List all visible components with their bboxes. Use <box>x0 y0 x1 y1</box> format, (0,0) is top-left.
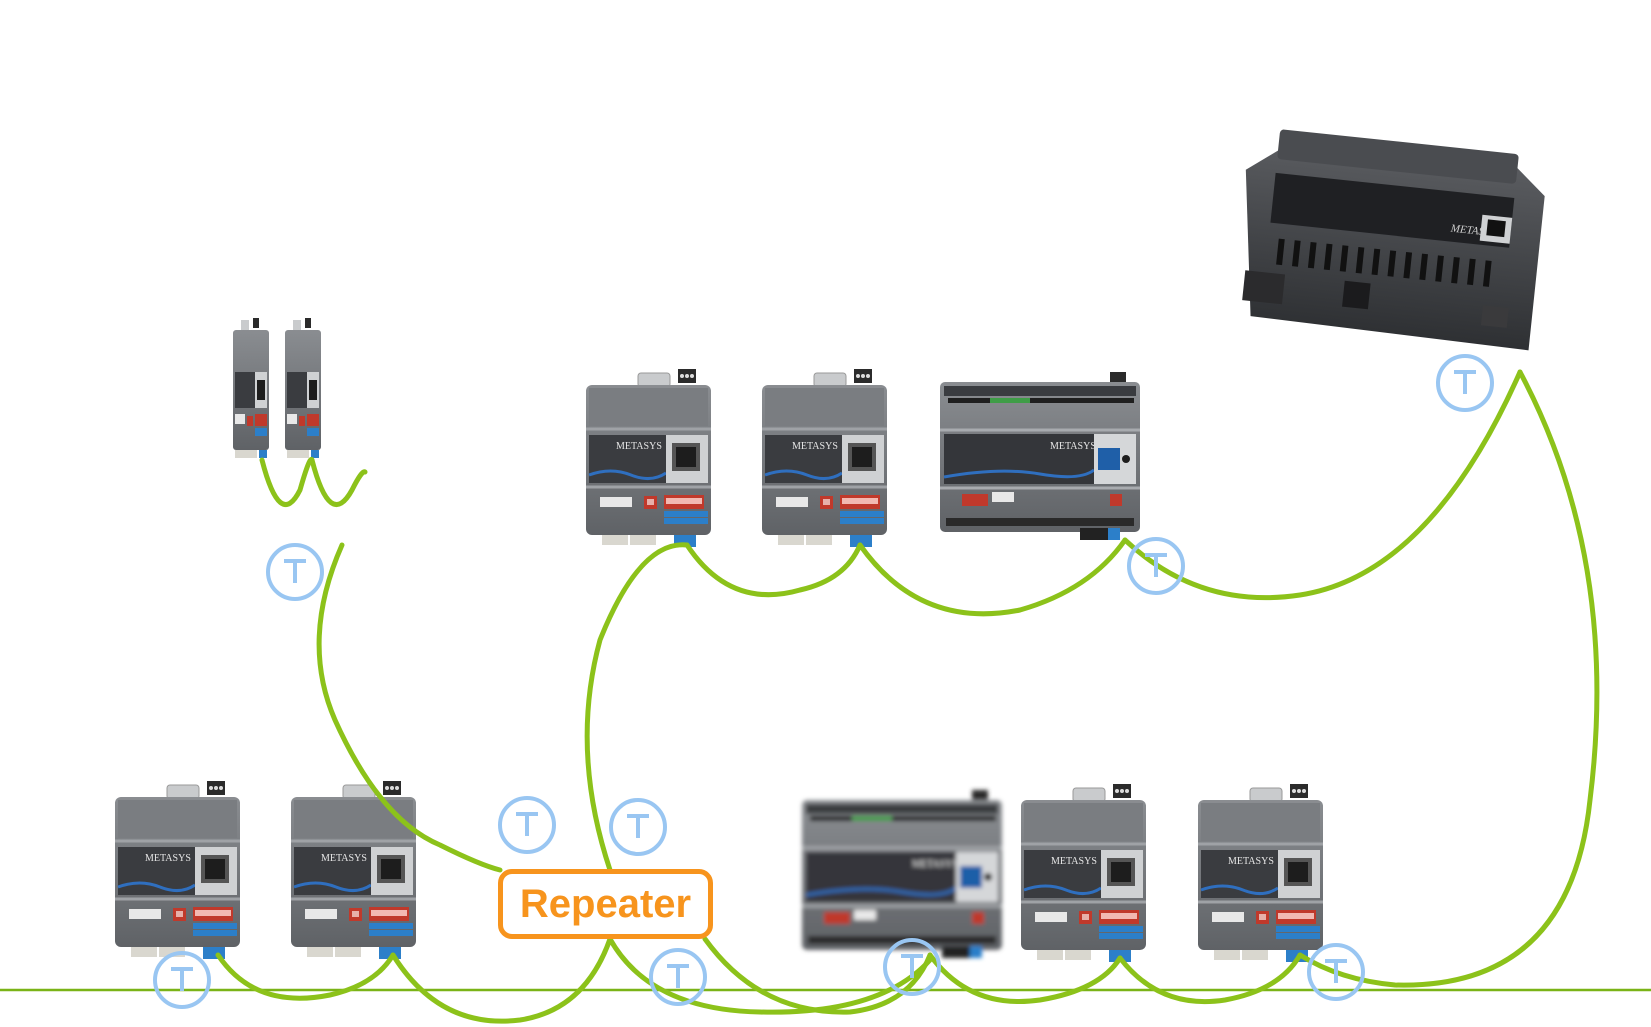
wire-slim-b-end <box>309 457 368 507</box>
wire-bottom-1-2 <box>215 952 396 1001</box>
field-controller-bottom[interactable] <box>800 788 1004 960</box>
wire-repeater-to-top <box>584 542 690 873</box>
wire-3-to-4 <box>1117 952 1303 1005</box>
terminator-bottom-left-icon <box>153 951 211 1009</box>
io-module-bottom-2[interactable] <box>289 779 418 961</box>
terminator-repeater-left-icon <box>498 796 556 854</box>
slim-controller-a[interactable] <box>233 318 269 458</box>
wire-slim-a-b <box>259 456 315 507</box>
terminator-fec-top-icon <box>1127 537 1185 595</box>
io-module-bottom-3[interactable] <box>1019 782 1148 964</box>
terminator-repeater-right-icon <box>609 798 667 856</box>
wire-fec-bot-to-3 <box>927 952 1123 1005</box>
terminator-slim-icon <box>266 543 324 601</box>
wire-bottom-2-repeater <box>390 936 613 1024</box>
wire-top-2-fec <box>857 537 1128 617</box>
io-module-top-2[interactable] <box>760 367 889 549</box>
field-controller-top[interactable] <box>938 370 1142 542</box>
io-module-bottom-4[interactable] <box>1196 782 1325 964</box>
slim-controller-b[interactable] <box>285 318 321 458</box>
repeater-label: Repeater <box>519 881 692 926</box>
wire-repeater-bottom <box>607 936 933 1015</box>
io-module-bottom-1[interactable] <box>113 779 242 961</box>
wire-slim-to-repeater <box>316 542 503 873</box>
wire-supervisor-down <box>1297 369 1600 988</box>
terminator-supervisor-icon <box>1436 354 1494 412</box>
network-engine-device[interactable]: METASYS <box>1230 126 1549 351</box>
repeater-box[interactable]: Repeater <box>498 869 713 939</box>
wire-repeater-bottom-2 <box>702 936 933 1015</box>
wire-top-1-2 <box>684 542 863 598</box>
io-module-top-1[interactable] <box>584 367 713 549</box>
